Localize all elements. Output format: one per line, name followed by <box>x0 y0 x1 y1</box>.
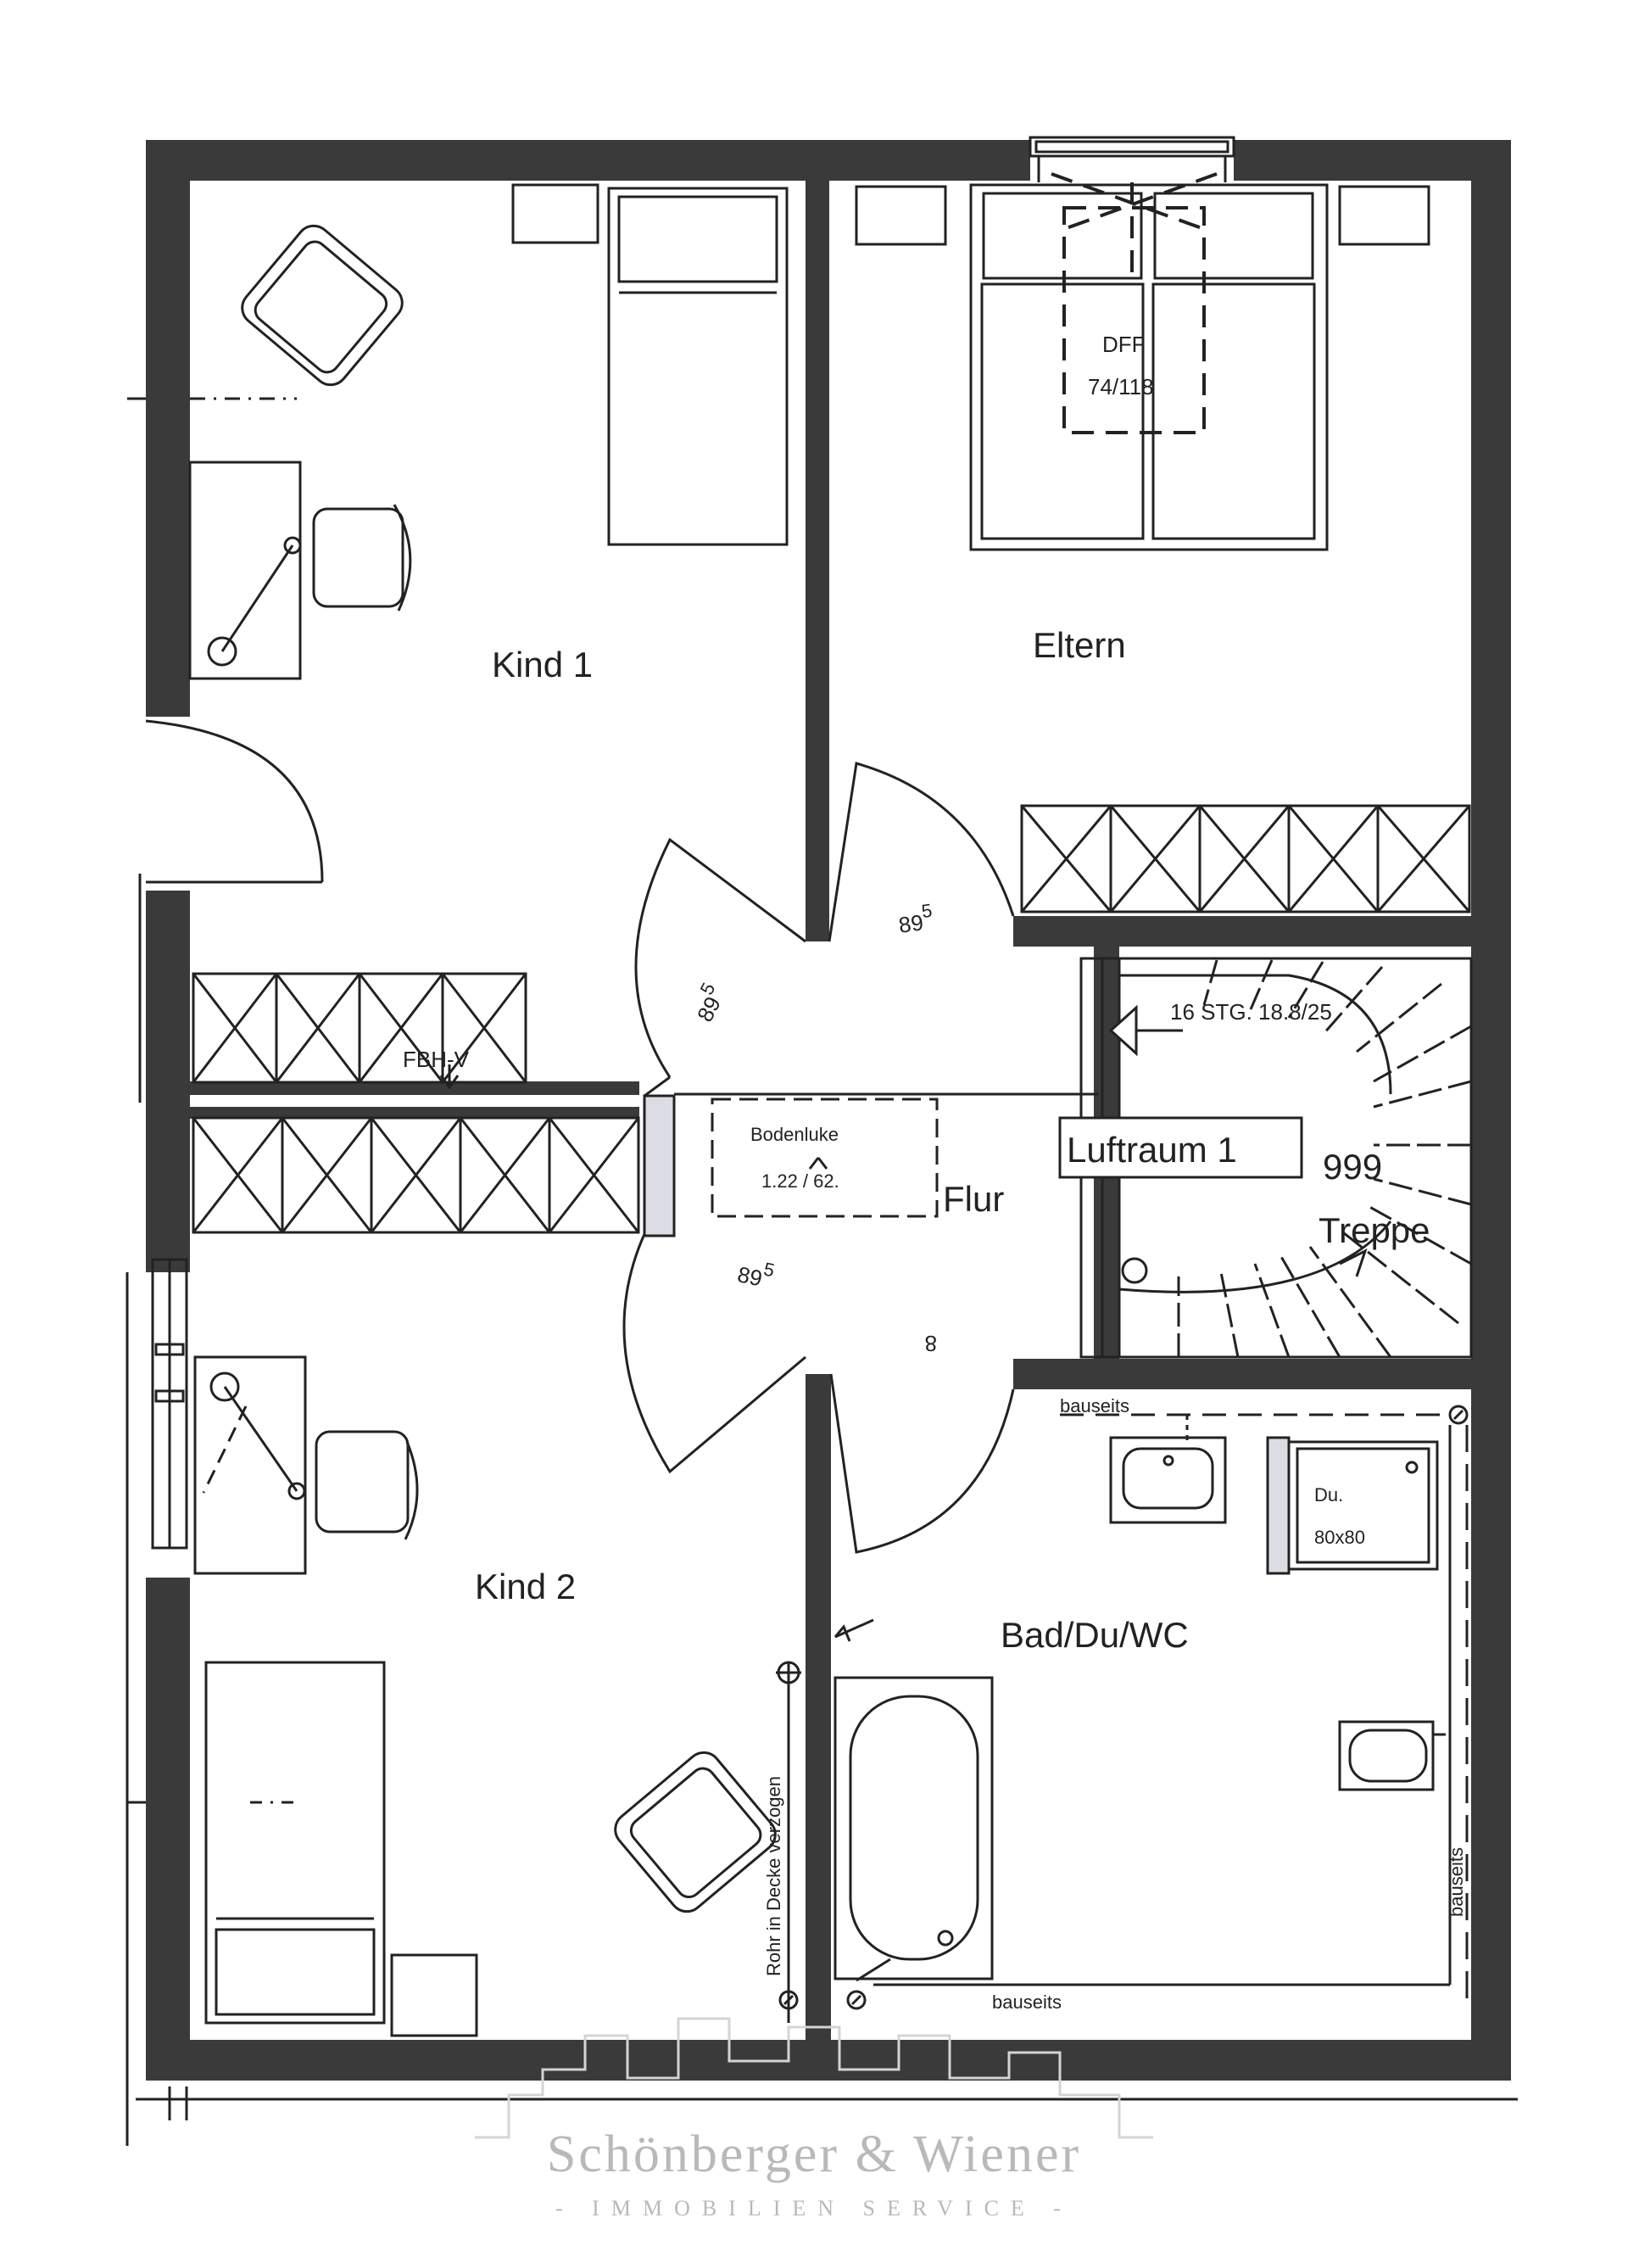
stair-spec-label: 16 STG. 18.8/25 <box>1170 999 1332 1025</box>
door-width-label-kind2: 895 <box>735 1253 777 1293</box>
flur-closets <box>192 972 1098 1237</box>
eltern-furniture <box>855 183 1471 913</box>
door-width-label-kind1: 895 <box>684 979 731 1025</box>
door-width-label-eltern: 895 <box>896 900 935 938</box>
stair-number-label: 999 <box>1323 1147 1382 1187</box>
rohr-label: Rohr in Decke verzogen <box>763 1776 784 1976</box>
room-label-luftraum: Luftraum 1 <box>1067 1130 1237 1170</box>
outer-dimension-lines <box>125 397 1518 2146</box>
dusche-label: Du. <box>1314 1484 1343 1505</box>
eltern-window <box>1029 136 1235 182</box>
room-label-treppe: Treppe <box>1319 1210 1430 1250</box>
room-labels: Kind 1 Eltern Kind 2 Bad/Du/WC Flur Luft… <box>475 625 1430 1655</box>
dff-label: DFF <box>1102 332 1146 357</box>
watermark: Schönberger & Wiener - IMMOBILIEN SERVIC… <box>475 2017 1153 2221</box>
bodenluke-label: Bodenluke <box>750 1124 839 1145</box>
kind1-door <box>145 719 324 884</box>
annotation-labels: DFF 74/118 16 STG. 18.8/25 FBH-V Bodenlu… <box>403 332 1467 2013</box>
bauseits-top-label: bauseits <box>1060 1395 1129 1416</box>
kind2-furniture <box>151 1258 801 2037</box>
room-label-bad: Bad/Du/WC <box>1001 1615 1189 1655</box>
outer-walls <box>146 140 1511 2081</box>
bauseits-bottom-label: bauseits <box>992 1991 1062 2013</box>
flur-doors <box>622 762 1015 1554</box>
room-label-kind2: Kind 2 <box>475 1567 576 1606</box>
watermark-skyline <box>475 2017 1153 2139</box>
fbh-label: FBH-V <box>403 1047 470 1072</box>
bauseits-right-label: bauseits <box>1446 1847 1467 1917</box>
dff-skylight <box>1051 172 1218 434</box>
room-label-eltern: Eltern <box>1033 625 1126 665</box>
bodenluke <box>711 1098 939 1218</box>
dff-size-label: 74/118 <box>1088 374 1154 399</box>
bad-fixtures <box>778 1405 1469 2010</box>
room-label-flur: Flur <box>943 1179 1004 1219</box>
door-flur-small-label: 8 <box>925 1331 937 1356</box>
svg-text:895: 895 <box>735 1253 777 1293</box>
dusche-size-label: 80x80 <box>1314 1527 1365 1548</box>
bodenluke-size-label: 1.22 / 62. <box>761 1170 839 1192</box>
room-label-kind1: Kind 1 <box>492 645 593 684</box>
svg-text:895: 895 <box>896 900 935 938</box>
svg-text:895: 895 <box>684 979 731 1025</box>
staircase <box>1058 957 1473 1359</box>
watermark-company: Schönberger & Wiener <box>547 2126 1081 2183</box>
wall-openings <box>136 136 1234 1578</box>
kind1-furniture <box>188 183 789 680</box>
watermark-tagline: - IMMOBILIEN SERVICE - <box>555 2196 1073 2221</box>
